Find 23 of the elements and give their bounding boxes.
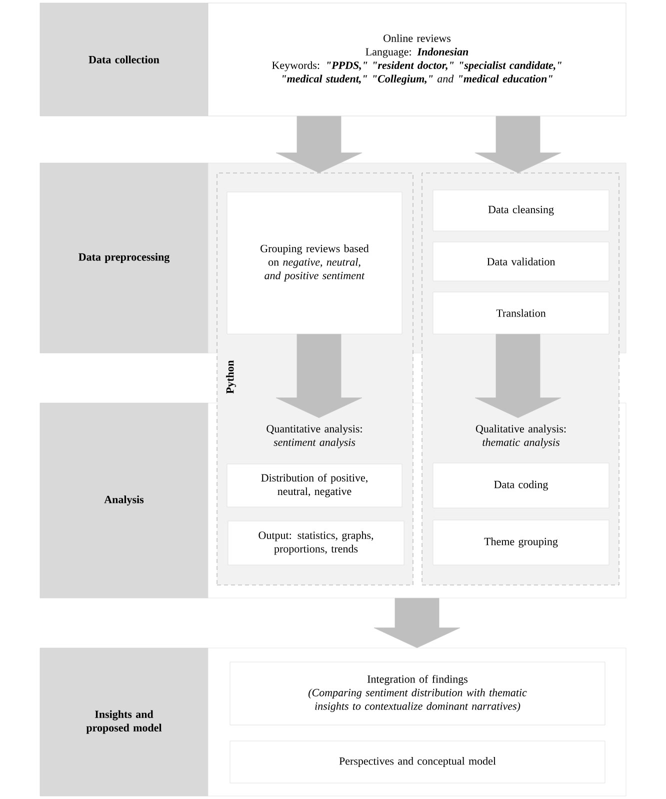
- block-arrow: [276, 334, 362, 418]
- stage-header: Data preprocessing: [40, 162, 208, 354]
- section-heading: Qualitative analysis: thematic analysis: [476, 424, 566, 448]
- process-box: Data coding: [432, 462, 610, 508]
- block-arrow: [474, 334, 562, 418]
- stage-header: Data collection: [40, 2, 208, 116]
- process-box: Theme grouping: [432, 520, 610, 566]
- process-box: Integration of findings (Comparing sentiment distribution with thematic insights to contextualize dominant narratives): [230, 662, 606, 726]
- block-arrow: [276, 116, 362, 173]
- stage-header: Analysis: [40, 402, 208, 598]
- group-label: Python: [226, 360, 236, 394]
- section-heading: Quantitative analysis: sentiment analysis: [266, 424, 362, 448]
- process-box: Data validation: [432, 242, 610, 282]
- process-box: Data cleansing: [432, 190, 610, 232]
- block-arrow: [374, 598, 460, 648]
- process-box: Translation: [432, 292, 610, 334]
- stage-header: Insights and proposed model: [40, 648, 208, 796]
- process-box: Output: statistics, graphs, proportions, trends: [228, 520, 404, 566]
- process-box: Perspectives and conceptual model: [230, 740, 606, 784]
- process-box: Grouping reviews based on negative, neutral, and positive sentiment: [226, 192, 402, 334]
- block-arrow: [474, 116, 562, 173]
- content-box: Online reviews Language: Indonesian Keywords: "PPDS," "resident doctor," "specialist candidate," "medical student," "Collegium," and "medical education": [208, 2, 626, 116]
- process-box: Distribution of positive, neutral, negative: [226, 464, 402, 508]
